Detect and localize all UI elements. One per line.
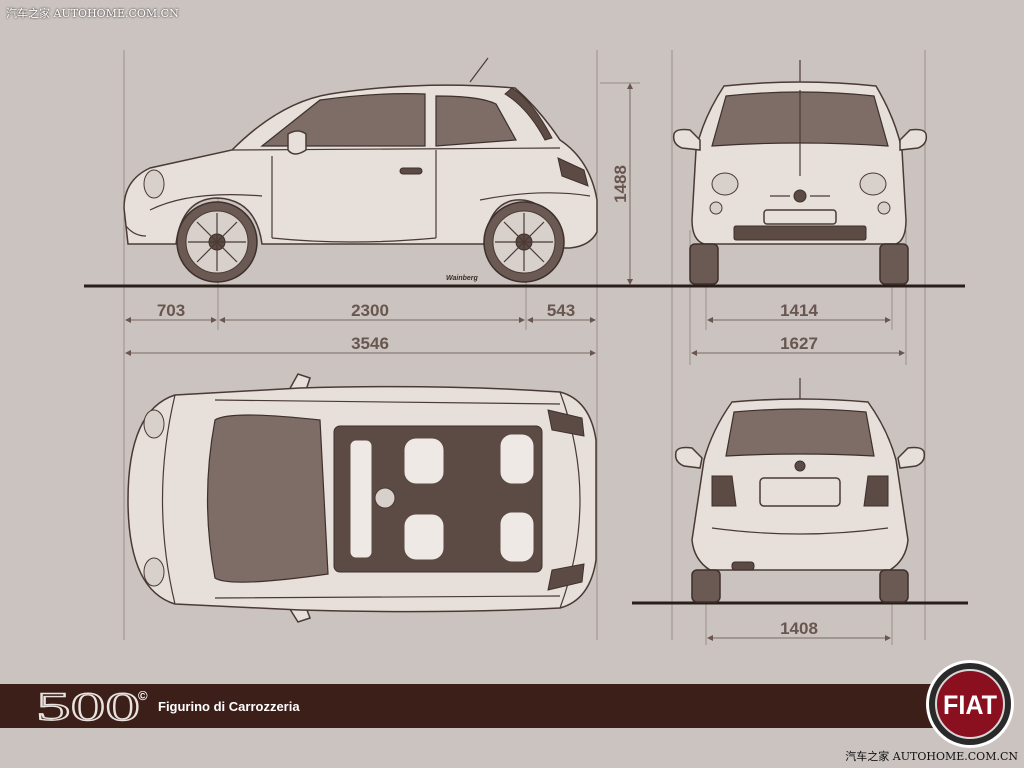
length-label: 3546	[351, 334, 389, 353]
front-view-car	[672, 60, 928, 285]
front-track-label: 1414	[780, 301, 818, 320]
height-label: 1488	[611, 165, 630, 203]
designer-signature: Wainberg	[446, 275, 478, 282]
bottom-banner	[0, 684, 980, 728]
rear-view-car	[674, 378, 926, 603]
rear-track-label: 1408	[780, 619, 818, 638]
banner-caption: Figurino di Carrozzeria	[158, 699, 300, 714]
fiat-logo-text: FIAT	[943, 690, 997, 720]
front-overhang-label: 703	[157, 301, 185, 320]
watermark-top: 汽车之家 AUTOHOME.COM.CN	[6, 7, 179, 20]
model-logo-500: 500	[36, 684, 140, 729]
fiat-logo-badge: FIAT	[926, 660, 1014, 748]
side-view-car	[123, 57, 598, 283]
watermark-bottom: 汽车之家 AUTOHOME.COM.CN	[845, 750, 1018, 763]
top-view-car	[127, 373, 597, 623]
rear-overhang-label: 543	[547, 301, 575, 320]
copyright-mark: ©	[138, 688, 148, 703]
width-label: 1627	[780, 334, 818, 353]
wheelbase-label: 2300	[351, 301, 389, 320]
